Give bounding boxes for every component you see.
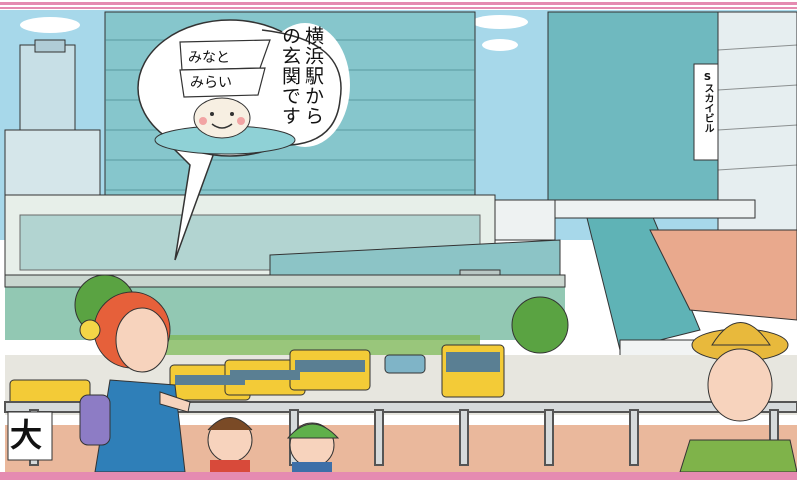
sail-label-mirai: みらい (190, 75, 232, 91)
child-1 (207, 417, 253, 475)
old-man (679, 322, 797, 473)
corner-logo-box (7, 411, 53, 461)
woman-guide (79, 291, 191, 473)
speech-bubble-text: 横浜駅からの玄関です (279, 26, 324, 126)
cloud (472, 15, 528, 29)
speech-bubble (137, 19, 350, 261)
car (384, 354, 426, 374)
building-sign-text: Sスカイビル (702, 72, 713, 133)
buses (9, 344, 505, 409)
building-sign-board (693, 63, 719, 161)
cloud (20, 17, 80, 33)
sail-label-minato: みなと (188, 50, 230, 66)
child-2 (286, 422, 340, 474)
top-border (0, 0, 797, 10)
bottom-border (0, 472, 797, 480)
corner-logo: 大 (10, 416, 43, 454)
landmark-tower (4, 39, 101, 201)
cloud (482, 39, 518, 51)
sky-building (547, 11, 797, 233)
tree (511, 296, 569, 354)
